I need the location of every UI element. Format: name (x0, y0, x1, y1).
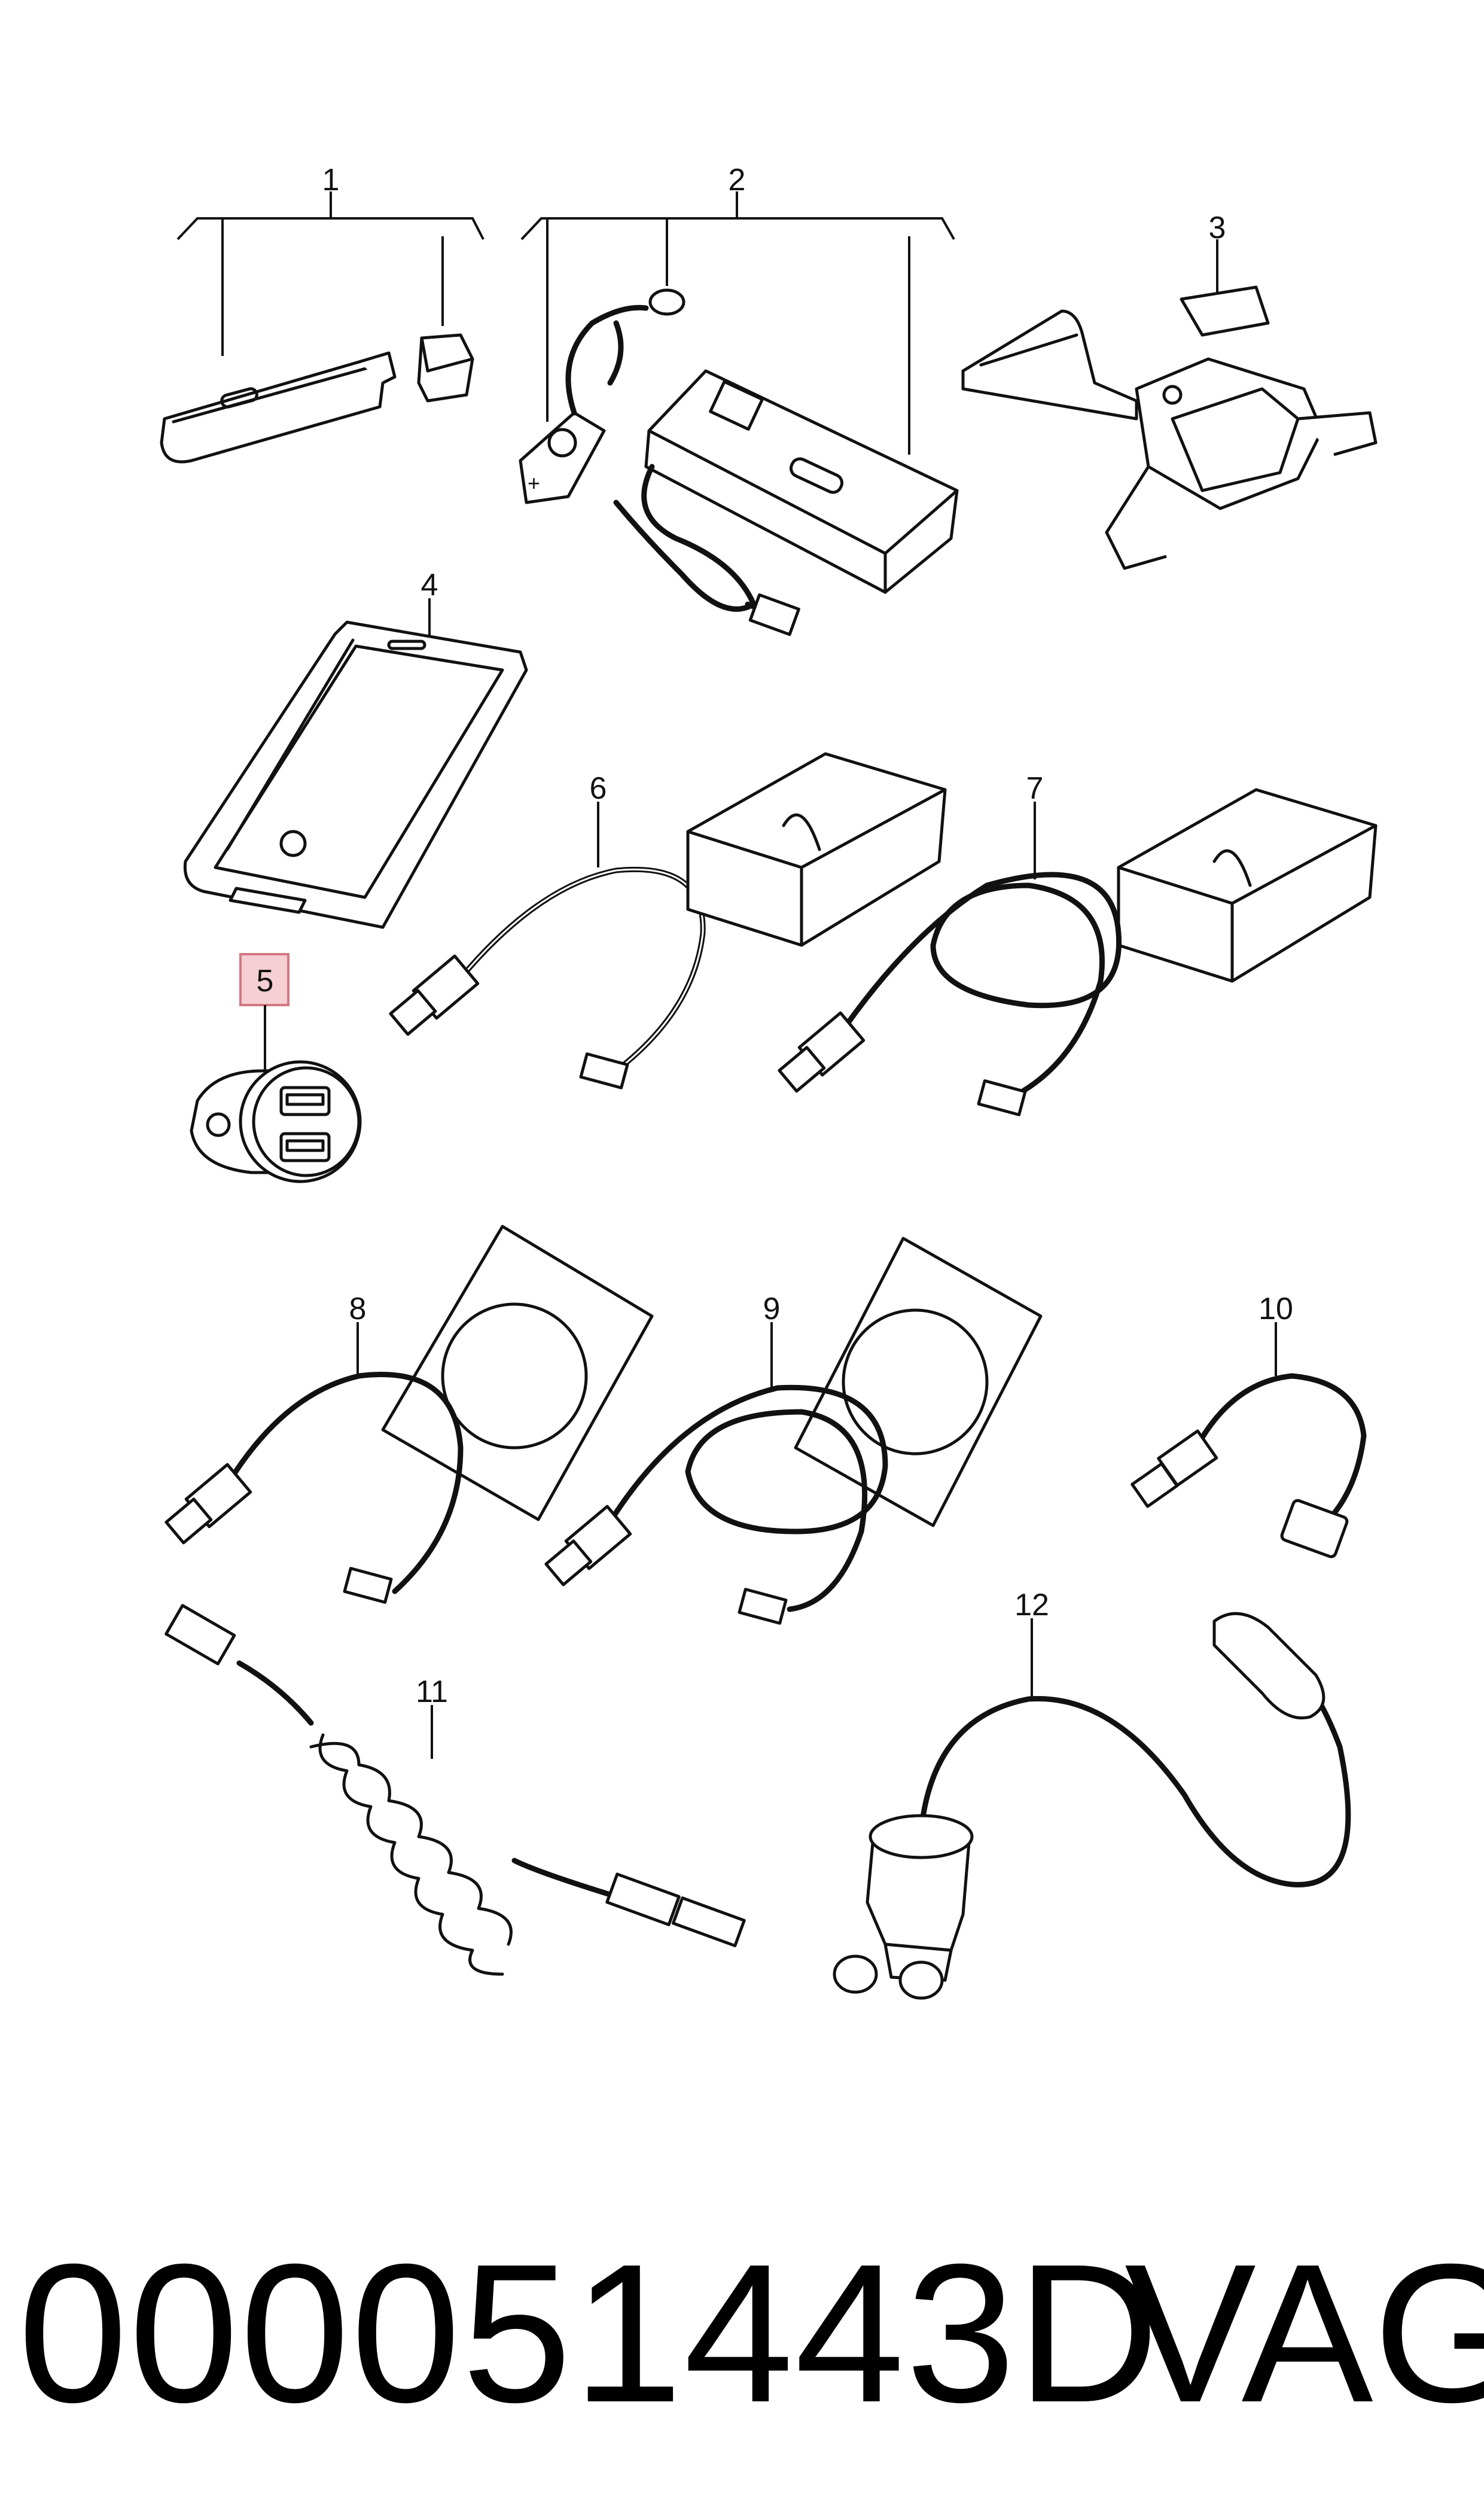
footer: 000051443D VAG (0, 2202, 1484, 2477)
callout-12: 12 (1014, 1588, 1049, 1622)
item-12-gooseneck-light (833, 1612, 1351, 2000)
svg-text:+: + (528, 471, 540, 495)
callout-11: 11 (416, 1674, 448, 1709)
callout-2: 2 (729, 163, 746, 197)
callout-10: 10 (1258, 1292, 1293, 1326)
item-5-usb-car-charger (190, 953, 362, 1183)
item-7-usb-cable-packaged (686, 752, 1378, 1116)
callout-1: 1 (322, 163, 340, 197)
callout-3: 3 (1209, 211, 1226, 245)
parts-diagram: 1 + 2 3 (160, 163, 1378, 2000)
callout-6: 6 (590, 771, 607, 806)
brand-label: VAG (1125, 2222, 1484, 2443)
item-4-phone-case (183, 598, 528, 929)
callout-9: 9 (763, 1292, 781, 1326)
item-8-usb-cable-bagged (164, 1225, 654, 1604)
item-6-usb-cable (389, 802, 706, 1089)
callout-4: 4 (421, 568, 438, 602)
callout-5: 5 (257, 964, 274, 998)
item-3-phone-holder (961, 239, 1378, 570)
item-2-handsfree-module: + (519, 191, 959, 637)
item-1-usb-stick (160, 191, 484, 464)
callout-7: 7 (1026, 771, 1044, 806)
callout-5-highlight (239, 953, 290, 1006)
part-number: 000051443D (18, 2222, 1161, 2443)
item-10-usb-extension (1130, 1322, 1367, 1558)
item-9-usb-cable-bagged (544, 1237, 1043, 1625)
item-11-coiled-cable (164, 1604, 746, 1976)
callout-8: 8 (349, 1292, 367, 1326)
